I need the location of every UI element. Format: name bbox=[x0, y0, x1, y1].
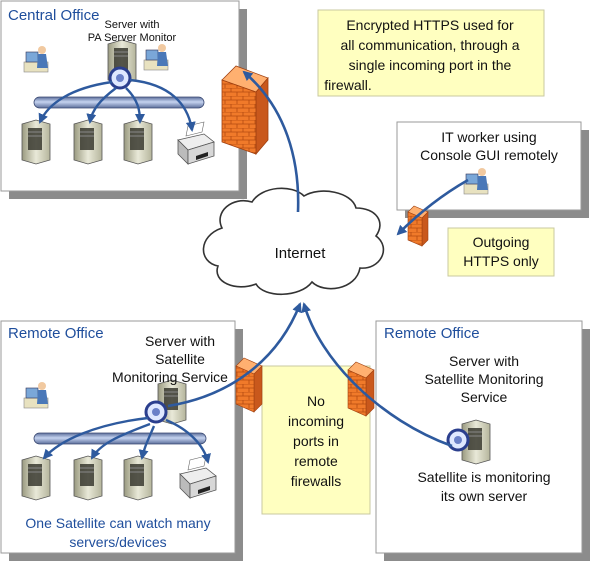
it-worker-line1: IT worker using bbox=[441, 129, 536, 145]
note-no-incoming-line3: ports in bbox=[293, 433, 339, 449]
note-https-line4: firewall. bbox=[324, 77, 371, 93]
central-arrows bbox=[38, 78, 196, 132]
internet-label: Internet bbox=[275, 245, 327, 262]
monitor-badge-icon bbox=[144, 400, 168, 424]
remote-right-line3: Service bbox=[461, 389, 508, 405]
remote-right-title: Remote Office bbox=[384, 325, 480, 342]
internet-cloud bbox=[202, 187, 385, 295]
it-worker-line2: Console GUI remotely bbox=[420, 147, 558, 163]
server-icon bbox=[21, 119, 51, 165]
remote-right-line1: Server with bbox=[449, 353, 519, 369]
remote-right-line2: Satellite Monitoring bbox=[424, 371, 543, 387]
note-https-line3: single incoming port in the bbox=[349, 57, 512, 73]
it-worker-firewall bbox=[407, 205, 429, 247]
note-https bbox=[317, 9, 545, 97]
remote-left-arrows bbox=[42, 416, 211, 464]
network-bus bbox=[33, 96, 205, 109]
note-no-incoming-line1: No bbox=[307, 393, 325, 409]
server-icon bbox=[73, 455, 103, 501]
remote-left-caption1: One Satellite can watch many bbox=[25, 515, 210, 531]
central-server-label-line2: PA Server Monitor bbox=[88, 32, 177, 44]
remote-left-line2: Satellite bbox=[155, 351, 205, 367]
note-https-line2: all communication, through a bbox=[341, 37, 520, 53]
note-no-incoming-line5: firewalls bbox=[291, 473, 342, 489]
remote-left-line1: Server with bbox=[145, 333, 215, 349]
remote-left-caption2: servers/devices bbox=[69, 534, 166, 550]
monitor-badge-icon bbox=[108, 66, 132, 90]
server-icon bbox=[123, 119, 153, 165]
server-icon bbox=[123, 455, 153, 501]
server-icon bbox=[21, 455, 51, 501]
remote-right-caption2: its own server bbox=[441, 488, 528, 504]
remote-left-line3: Monitoring Service bbox=[112, 369, 228, 385]
central-office-title: Central Office bbox=[8, 7, 99, 24]
remote-right-caption1: Satellite is monitoring bbox=[417, 469, 550, 485]
it-worker-panel bbox=[396, 121, 582, 211]
central-server-label-line1: Server with bbox=[104, 19, 159, 31]
central-firewall bbox=[221, 65, 269, 156]
note-https-line1: Encrypted HTTPS used for bbox=[346, 17, 514, 33]
note-outgoing bbox=[447, 227, 555, 277]
network-bus bbox=[33, 432, 207, 445]
server-icon bbox=[73, 119, 103, 165]
connection-arrows bbox=[167, 70, 469, 448]
note-outgoing-line2: HTTPS only bbox=[463, 253, 538, 269]
note-no-incoming-line2: incoming bbox=[288, 413, 344, 429]
note-outgoing-line1: Outgoing bbox=[473, 234, 530, 250]
note-no-incoming-line4: remote bbox=[294, 453, 338, 469]
remote-left-title: Remote Office bbox=[8, 325, 104, 342]
